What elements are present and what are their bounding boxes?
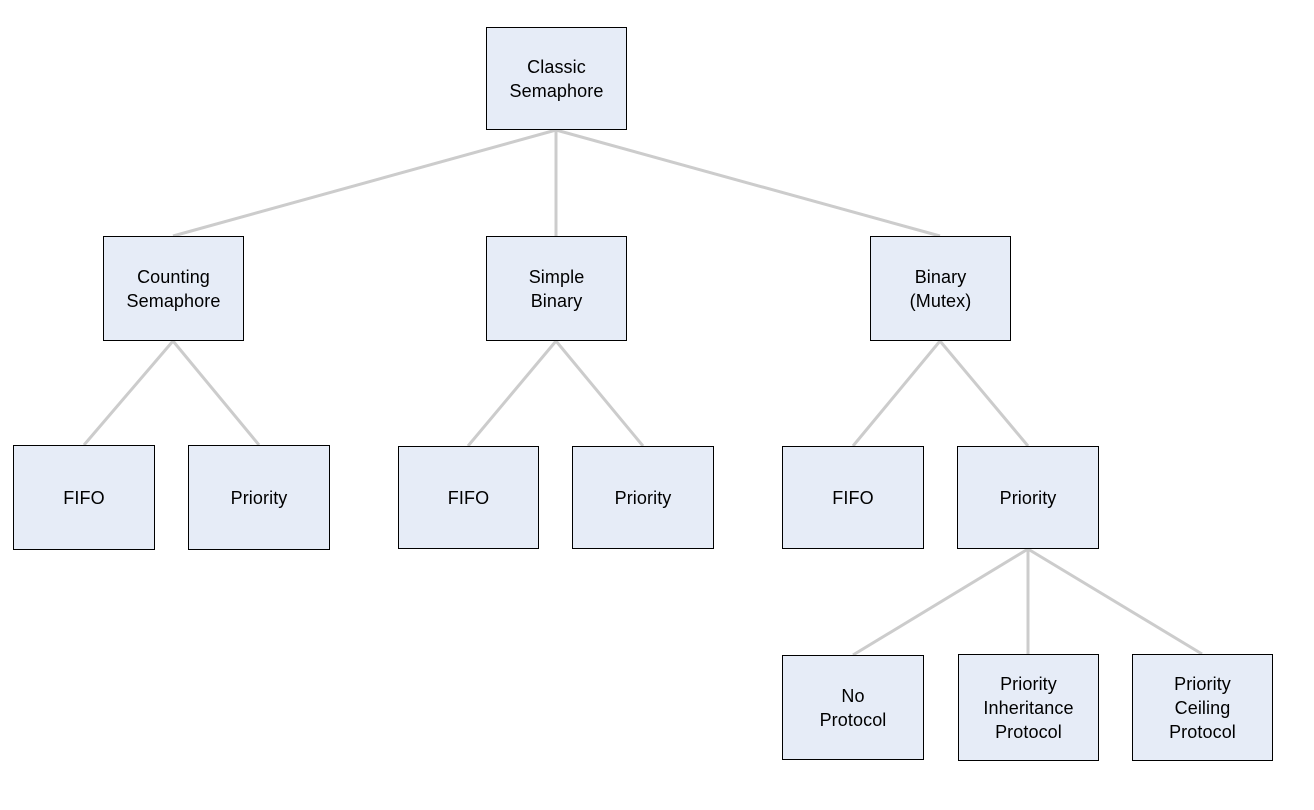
edge-mutex-priority bbox=[938, 340, 1030, 447]
edge-priority-noprotocol bbox=[852, 547, 1029, 657]
node-label: Binary (Mutex) bbox=[909, 266, 972, 311]
node-label: Priority bbox=[230, 487, 288, 508]
node-label: FIFO bbox=[63, 487, 105, 508]
node-label: Simple Binary bbox=[528, 266, 585, 311]
node-simple-fifo[interactable]: FIFO bbox=[398, 446, 539, 549]
node-label: Priority bbox=[614, 487, 672, 508]
node-counting-priority[interactable]: Priority bbox=[188, 445, 330, 550]
edge-counting-priority bbox=[171, 340, 261, 446]
edge-simple-fifo bbox=[466, 340, 558, 447]
node-label: FIFO bbox=[447, 487, 490, 508]
node-label: Priority bbox=[999, 487, 1057, 508]
node-classic-semaphore[interactable]: Classic Semaphore bbox=[486, 27, 627, 130]
node-counting-semaphore[interactable]: Counting Semaphore bbox=[103, 236, 244, 341]
node-label: FIFO bbox=[832, 487, 874, 508]
node-simple-priority[interactable]: Priority bbox=[572, 446, 714, 549]
node-label: Priority Ceiling Protocol bbox=[1169, 673, 1236, 742]
node-label: Counting Semaphore bbox=[126, 266, 221, 311]
node-counting-fifo[interactable]: FIFO bbox=[13, 445, 155, 550]
node-priority-ceiling-protocol[interactable]: Priority Ceiling Protocol bbox=[1132, 654, 1273, 761]
edge-classic-counting bbox=[172, 128, 557, 238]
node-mutex-fifo[interactable]: FIFO bbox=[782, 446, 924, 549]
edges-group bbox=[82, 128, 1203, 657]
node-label: No Protocol bbox=[819, 685, 887, 730]
node-binary-mutex[interactable]: Binary (Mutex) bbox=[870, 236, 1011, 341]
edge-classic-mutex bbox=[555, 128, 941, 238]
node-priority-inheritance-protocol[interactable]: Priority Inheritance Protocol bbox=[958, 654, 1099, 761]
node-label: Classic Semaphore bbox=[509, 56, 604, 101]
node-no-protocol[interactable]: No Protocol bbox=[782, 655, 924, 760]
node-simple-binary[interactable]: Simple Binary bbox=[486, 236, 627, 341]
edge-mutex-fifo bbox=[851, 340, 942, 447]
edge-simple-priority bbox=[554, 340, 645, 447]
node-mutex-priority[interactable]: Priority bbox=[957, 446, 1099, 549]
node-label: Priority Inheritance Protocol bbox=[983, 673, 1074, 742]
edge-counting-fifo bbox=[82, 340, 175, 446]
edge-priority-ceiling bbox=[1027, 547, 1203, 656]
